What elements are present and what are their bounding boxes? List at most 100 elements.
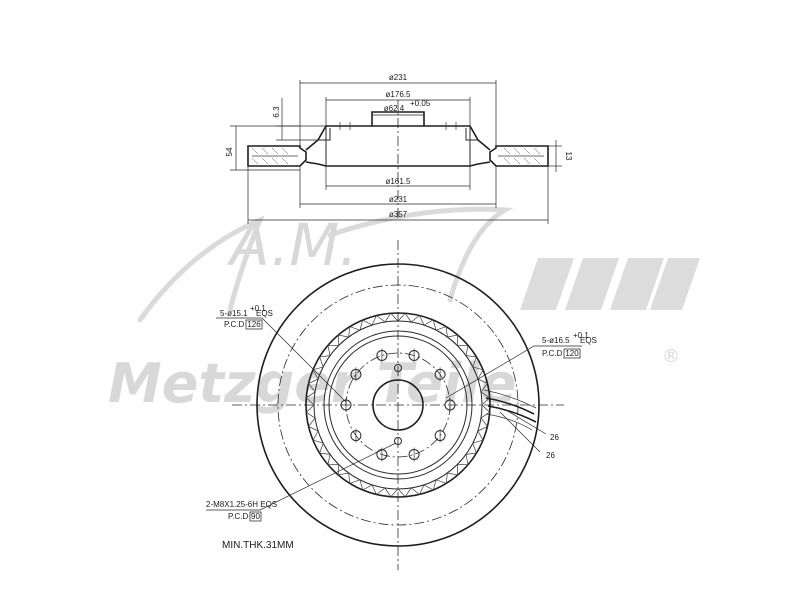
section-hat-bottom <box>305 161 491 167</box>
vent-tooth <box>371 314 386 326</box>
callout-bolt-left-spec: 5-ø15.1 <box>220 309 248 318</box>
callout-bolt-right-pcd-value: 120 <box>565 349 579 358</box>
vent-tooth <box>305 404 316 419</box>
section-left-disc <box>247 145 307 167</box>
vent-tooth <box>410 484 425 496</box>
vent-tooth <box>447 334 459 346</box>
vent-tooth <box>435 326 448 338</box>
vent-tooth <box>477 417 489 432</box>
bolt-holes <box>340 348 456 462</box>
callout-bolt-right-tol: +0.1 <box>573 331 589 340</box>
groove-line-a <box>485 397 535 415</box>
vent-tooth <box>435 472 448 484</box>
section-view: ø231 ø176.5 ø62.4 +0.05 6.3 54 13 ø161.5… <box>225 73 573 224</box>
section-dimensions <box>230 80 562 224</box>
leader-groove-b <box>499 411 541 453</box>
vent-tooth <box>327 454 339 466</box>
dim-outer-dia-bottom: ø231 <box>389 195 408 204</box>
vent-tooth <box>348 472 361 484</box>
dim-hat-dia: ø176.5 <box>386 90 411 99</box>
pcd-circle-outer <box>277 284 519 526</box>
leader-bolt-right <box>445 345 582 399</box>
vent-tooth <box>307 417 319 432</box>
section-right-disc <box>489 145 549 167</box>
vent-tooth <box>371 484 386 496</box>
callout-thread: 2-M8X1.25-6H EQS P.C.D 90 <box>206 500 277 522</box>
thread-hole-bottom <box>394 437 402 445</box>
dim-center-bore-tol: +0.05 <box>410 99 431 108</box>
dim-hat-depth: 6.3 <box>272 106 281 118</box>
vent-tooth <box>312 366 324 380</box>
dim-inner-dia: ø161.5 <box>386 177 411 186</box>
callout-bolt-right-eq: EQS <box>580 336 597 345</box>
vent-tooth <box>337 464 349 476</box>
callout-bolt-left-eq: EQS <box>256 309 273 318</box>
center-bore <box>372 379 424 431</box>
callout-bolt-right-pcd-box <box>563 348 581 359</box>
dim-center-bore: ø62.4 <box>384 104 405 113</box>
groove-line-b <box>487 405 537 423</box>
callout-bolt-left-pcd-box <box>245 319 263 330</box>
vent-tooth <box>472 366 484 380</box>
vent-tooth <box>307 378 319 393</box>
dim-disc-thickness: 13 <box>564 152 573 161</box>
callout-thread-pcd-value: 90 <box>251 512 260 521</box>
hat-outer <box>323 330 473 480</box>
vent-tooth <box>465 355 477 368</box>
callout-bolt-left-tol: +0.1 <box>250 304 266 313</box>
watermark-logo-letters: A.M. <box>226 211 358 279</box>
vent-tooth <box>384 312 399 323</box>
section-center-bore <box>371 111 425 126</box>
dim-overall-dia: ø357 <box>389 210 408 219</box>
vent-tooth <box>305 391 316 406</box>
dim-total-height: 54 <box>225 147 234 156</box>
hat-inner <box>328 335 468 475</box>
vent-tooth <box>337 334 349 346</box>
watermark: A.M. Metzger Teile ® <box>108 206 700 415</box>
vent-tooth <box>477 378 489 393</box>
callout-thread-pcd-box <box>249 511 262 522</box>
watermark-logo-swoosh-a <box>137 215 265 323</box>
vent-tooth <box>397 487 412 498</box>
plan-view: 5-ø15.1 +0.1 EQS P.C.D 126 5-ø16.5 +0.1 … <box>206 240 597 570</box>
vent-tooth <box>410 314 425 326</box>
callout-thread-pcd-label: P.C.D <box>228 512 249 521</box>
friction-ring-inner <box>305 312 491 498</box>
watermark-registered-mark: ® <box>662 346 680 367</box>
callout-thread-spec: 2-M8X1.25-6H EQS <box>206 500 277 509</box>
vent-tooth <box>348 326 361 338</box>
leader-groove-a <box>505 409 547 435</box>
leader-thread <box>206 442 397 511</box>
vent-tooth <box>480 391 491 406</box>
watermark-logo-bars <box>520 258 700 310</box>
callout-bolt-right-pcd-label: P.C.D <box>542 349 563 358</box>
vent-tooth <box>397 312 412 323</box>
vent-tooth <box>423 479 437 491</box>
watermark-logo-swoosh-b <box>327 206 514 303</box>
callout-bolt-right: 5-ø16.5 +0.1 EQS P.C.D 120 <box>542 331 597 359</box>
callout-bolt-left-pcd-label: P.C.D <box>224 320 245 329</box>
thread-hole-top <box>394 364 402 372</box>
vent-tooth <box>327 344 339 356</box>
vent-tooth <box>465 442 477 455</box>
vent-teeth <box>305 312 491 498</box>
min-thickness-note: MIN.THK.31MM <box>222 540 294 551</box>
vent-tooth <box>423 319 437 331</box>
vent-tooth <box>447 464 459 476</box>
watermark-brand: Metzger Teile <box>108 352 516 415</box>
dim-outer-dia-top: ø231 <box>389 73 408 82</box>
vent-tooth <box>384 487 399 498</box>
callout-bolt-right-spec: 5-ø16.5 <box>542 336 570 345</box>
vent-tooth <box>319 442 331 455</box>
dim-groove-b: 26 <box>546 451 555 460</box>
vent-tooth <box>359 479 373 491</box>
vent-tooth <box>319 355 331 368</box>
vent-tooth <box>312 430 324 444</box>
dim-groove-a: 26 <box>550 433 559 442</box>
vent-tooth <box>457 344 469 356</box>
section-hatching <box>251 147 541 165</box>
vent-tooth <box>457 454 469 466</box>
disc-outer-edge <box>256 263 540 547</box>
vent-tooth <box>480 404 491 419</box>
